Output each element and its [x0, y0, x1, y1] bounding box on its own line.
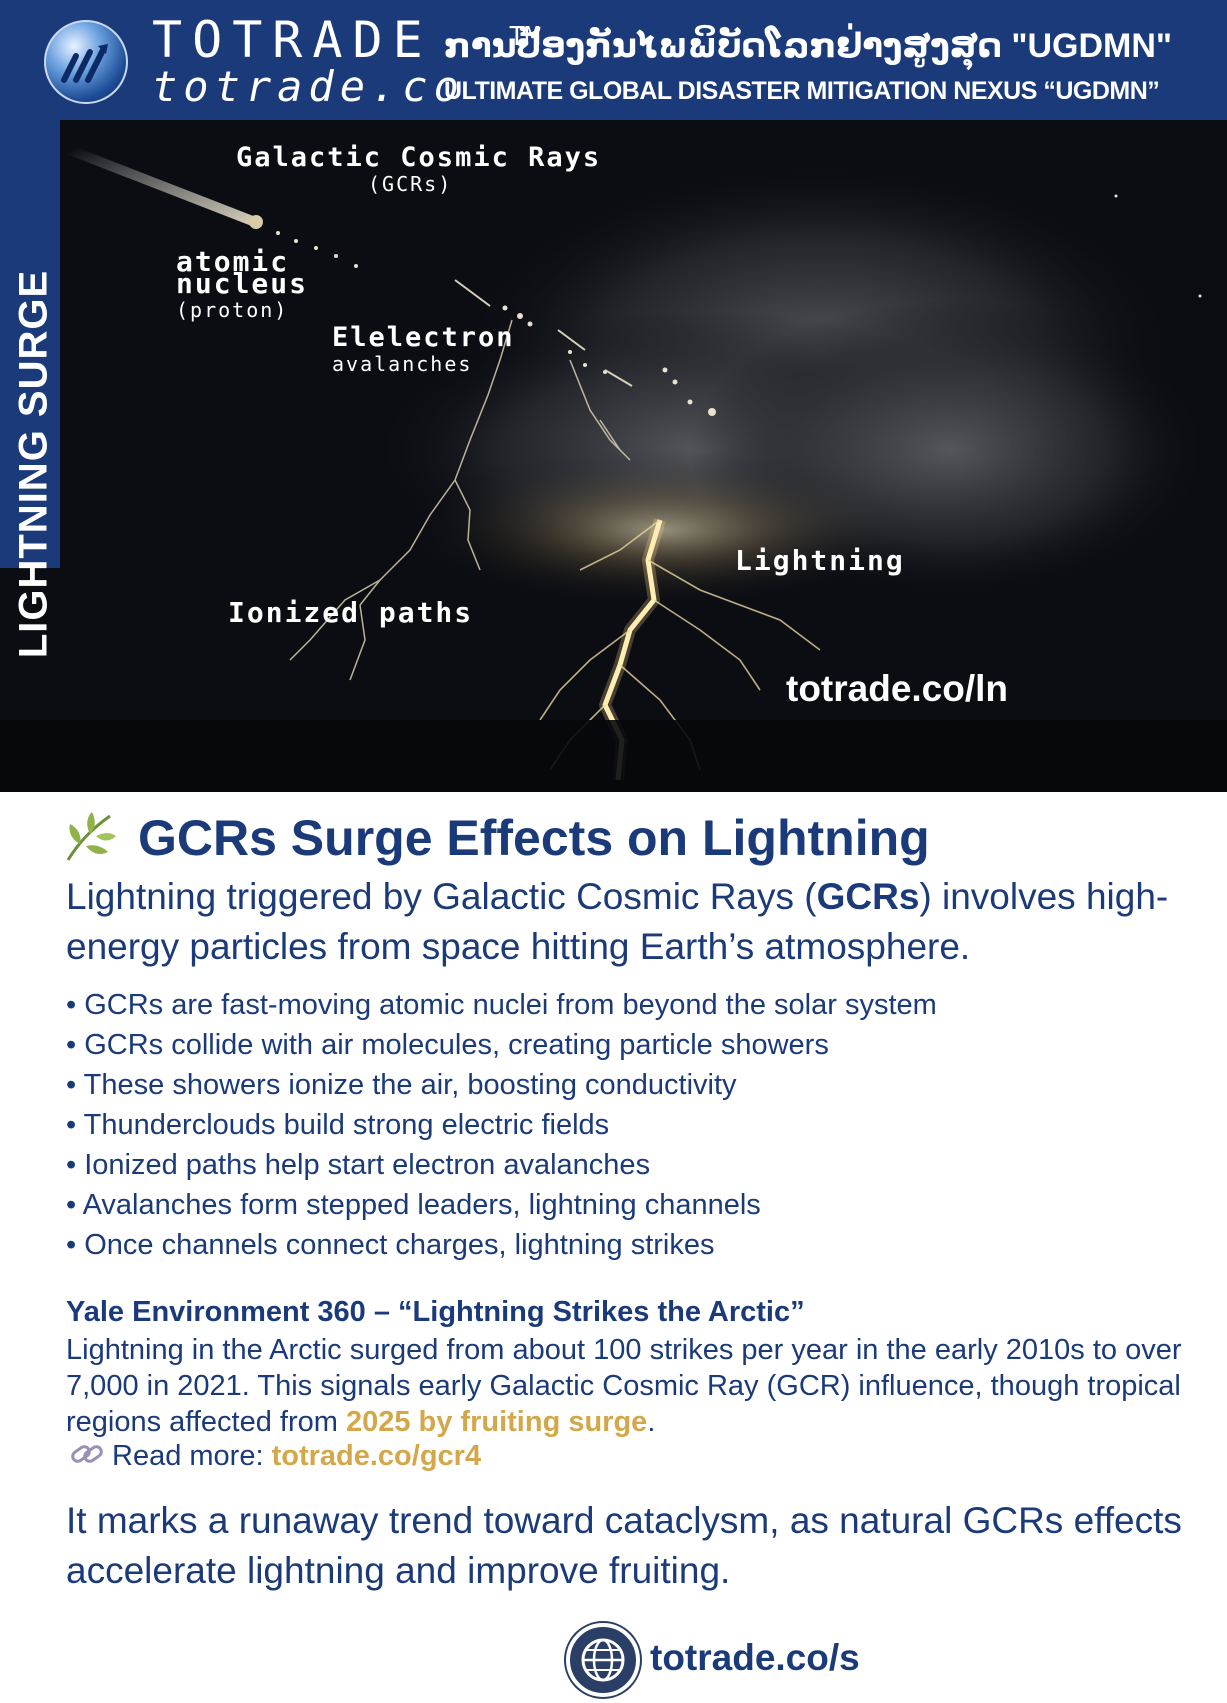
read-more: Read more: totrade.co/gcr4	[70, 1438, 481, 1478]
lead-bold: GCRs	[816, 876, 920, 917]
hero-illustration: Galactic Cosmic Rays (GCRs) atomic nucle…	[0, 120, 1227, 792]
totrade-logo[interactable]	[44, 20, 128, 104]
lao-title: ການປ້ອງກັນໄພພິບັດໂລກຢ່າງສູງສຸດ "UGDMN"	[444, 27, 1173, 65]
lead-text-1: Lightning triggered by Galactic Cosmic R…	[66, 876, 817, 917]
proton-trail	[65, 145, 260, 227]
ionized-paths-label: Ionized paths	[228, 596, 474, 629]
list-item: • GCRs are fast-moving atomic nuclei fro…	[66, 989, 937, 1021]
list-item: • Ionized paths help start electron aval…	[66, 1149, 651, 1181]
article-lead: Lightning triggered by Galactic Cosmic R…	[66, 872, 1186, 972]
storm-scene	[0, 145, 1227, 792]
article-heading: GCRs Surge Effects on Lightning	[138, 810, 930, 866]
list-item: • GCRs collide with air molecules, creat…	[66, 1029, 829, 1061]
yale-title: Yale Environment 360 – “Lightning Strike…	[66, 1296, 805, 1328]
proton-label: (proton)	[176, 298, 289, 322]
list-item: • Once channels connect charges, lightni…	[66, 1229, 715, 1261]
particle-shower	[276, 194, 1202, 416]
nucleus-label-2: nucleus	[176, 267, 309, 300]
brand-name: TOTRADE	[152, 11, 433, 69]
gcr-abbr-label: (GCRs)	[368, 172, 453, 196]
read-more-link[interactable]: totrade.co/gcr4	[271, 1440, 482, 1472]
proton-particle	[249, 215, 263, 229]
link-icon	[70, 1439, 104, 1478]
lightning-label: Lightning	[735, 544, 905, 577]
nucleus-label: atomic	[176, 245, 290, 278]
footer-link[interactable]: totrade.co/s	[650, 1637, 860, 1678]
english-subtitle: ULTIMATE GLOBAL DISASTER MITIGATION NEXU…	[444, 77, 1160, 105]
electron-sub-label: avalanches	[332, 352, 473, 376]
logo-arrows-icon	[61, 44, 108, 83]
bullet-list: • GCRs are fast-moving atomic nuclei fro…	[66, 985, 937, 1265]
header-banner: TOTRADE TM totrade.co ການປ້ອງກັນໄພພິບັດໂ…	[0, 0, 1227, 120]
side-tab: LIGHTNING SURGE	[0, 120, 60, 658]
watermark-link[interactable]: totrade.co/ln	[786, 668, 1009, 709]
list-item: • These showers ionize the air, boosting…	[66, 1069, 737, 1101]
side-tab-label: LIGHTNING SURGE	[11, 269, 56, 659]
conclusion-text: It marks a runaway trend toward cataclys…	[66, 1500, 1182, 1591]
globe-icon	[566, 1623, 640, 1697]
yale-body-text: Lightning in the Arctic surged from abou…	[66, 1334, 1182, 1438]
brand-site[interactable]: totrade.co	[152, 62, 465, 111]
gcr-label: Galactic Cosmic Rays	[236, 142, 602, 173]
electron-label: Elelectron	[332, 322, 515, 353]
lead-text-2: ) involves high-energy particles from sp…	[66, 876, 1169, 967]
trademark: TM	[509, 22, 541, 52]
ionized-paths	[289, 319, 631, 681]
yale-highlight: 2025 by fruiting surge	[345, 1406, 648, 1438]
list-item: • Thunderclouds build strong electric fi…	[66, 1109, 610, 1141]
yale-end: .	[647, 1406, 656, 1438]
list-item: • Avalanches form stepped leaders, light…	[66, 1189, 761, 1221]
leaf-icon	[60, 810, 116, 871]
yale-body: Lightning in the Arctic surged from abou…	[66, 1332, 1186, 1440]
read-more-label: Read more:	[112, 1440, 272, 1472]
